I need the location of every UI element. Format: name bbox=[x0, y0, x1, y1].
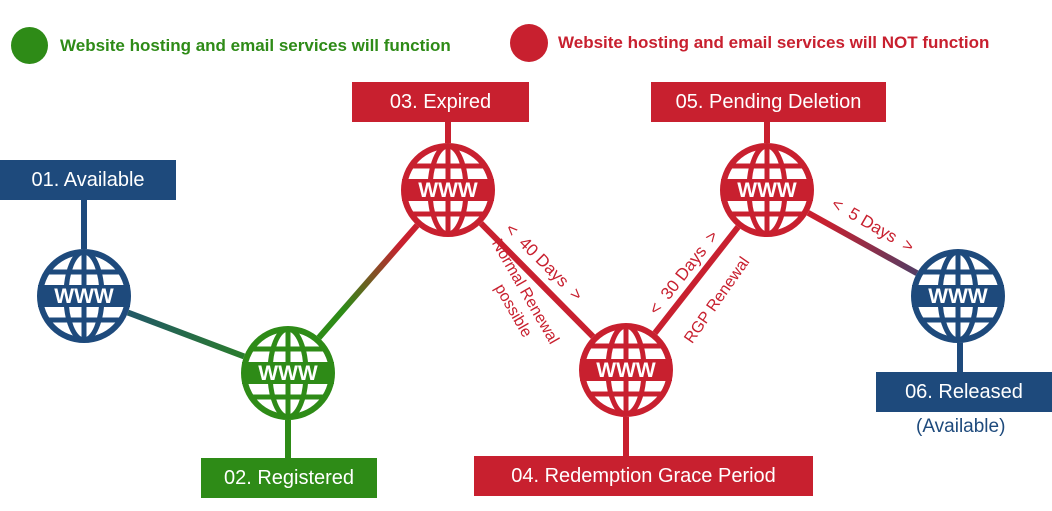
globe-www-icon: WWW bbox=[242, 329, 334, 417]
globe-www-icon: WWW bbox=[580, 326, 672, 414]
globe-www-icon: WWW bbox=[402, 146, 494, 234]
globe-www-text: WWW bbox=[54, 285, 114, 308]
red-dot-icon bbox=[510, 24, 548, 62]
globe-www-icon: WWW bbox=[721, 146, 813, 234]
globe-www-text: WWW bbox=[596, 359, 656, 382]
stage-registered-label: 02. Registered bbox=[201, 458, 377, 498]
stage-released-label: 06. Released bbox=[876, 372, 1052, 412]
stage-expired-label: 03. Expired bbox=[352, 82, 529, 122]
globe-www-icon: WWW bbox=[912, 252, 1004, 340]
stage-available-label: 01. Available bbox=[0, 160, 176, 200]
globe-www-text: WWW bbox=[928, 285, 988, 308]
released-available-note: (Available) bbox=[916, 416, 1006, 437]
globe-www-text: WWW bbox=[737, 179, 797, 202]
globe-www-text: WWW bbox=[418, 179, 478, 202]
globe-www-text: WWW bbox=[258, 362, 318, 385]
legend-functioning-label: Website hosting and email services will … bbox=[60, 36, 451, 55]
legend-not-functioning-label: Website hosting and email services will … bbox=[558, 33, 990, 52]
stage-pending-deletion-label: 05. Pending Deletion bbox=[651, 82, 886, 122]
stage-redemption-label: 04. Redemption Grace Period bbox=[474, 456, 813, 496]
green-dot-icon bbox=[11, 27, 48, 64]
globe-www-icon: WWW bbox=[38, 252, 130, 340]
